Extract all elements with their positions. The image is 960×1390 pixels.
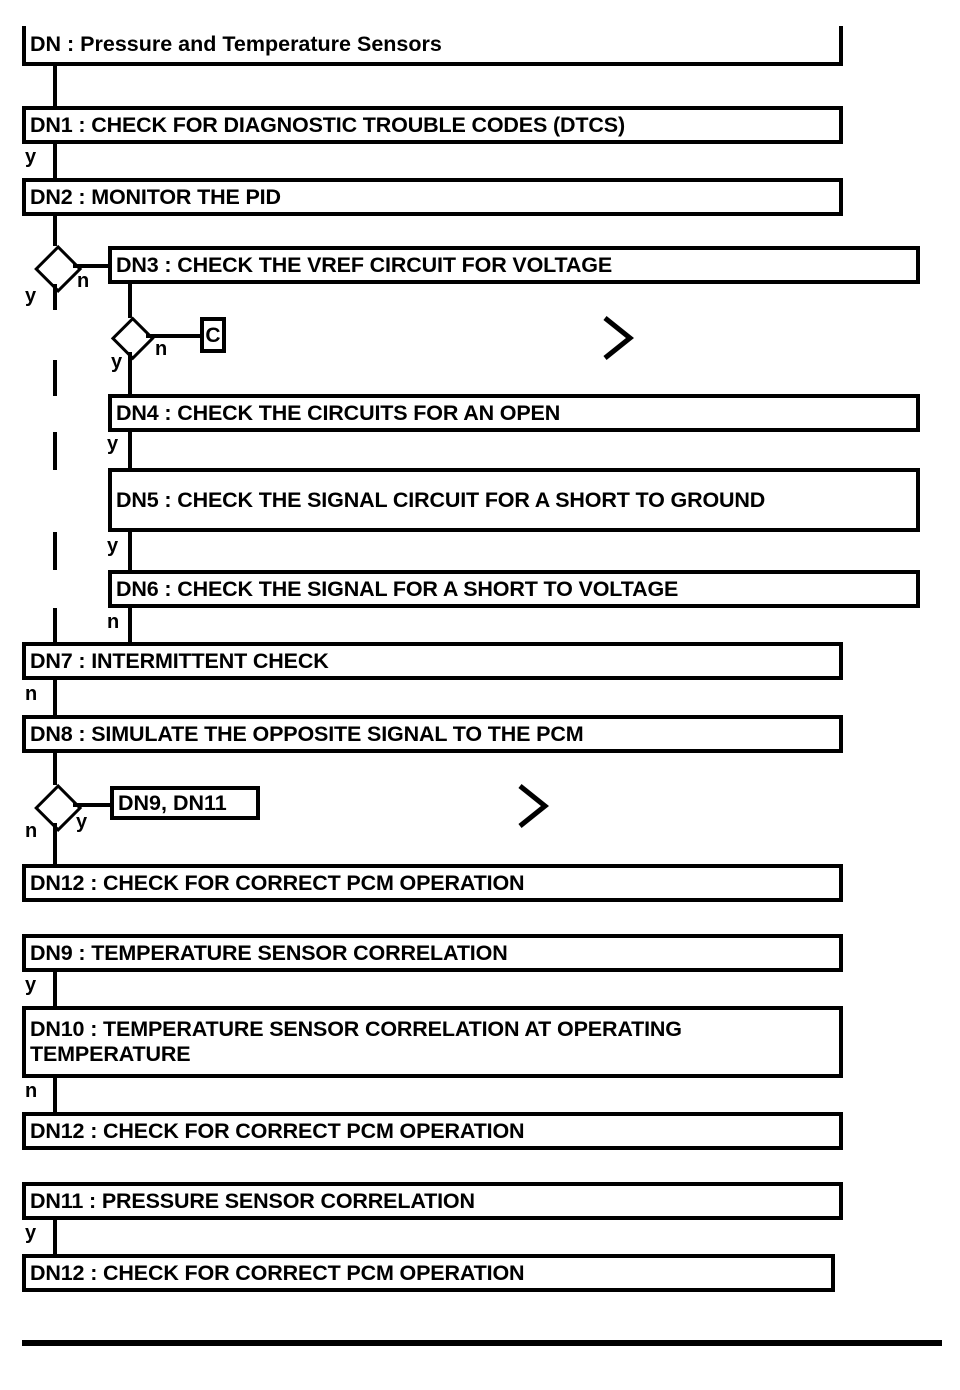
chevron-right-icon-1 <box>600 314 640 362</box>
connector-dn10-to-dn12b <box>53 1078 57 1112</box>
connector-decision1-yes-stub <box>53 284 57 310</box>
connector-decision2-yes-to-dn4 <box>128 352 132 396</box>
decision-diamond-dn3[interactable] <box>110 316 156 362</box>
branch-label-dn1-yes: y <box>25 146 37 168</box>
connector-title-to-dn1 <box>53 66 57 106</box>
connector-dn8-to-decision3 <box>53 753 57 785</box>
connector-dn9-to-dn10 <box>53 972 57 1006</box>
step-label-dn7: DN7 : INTERMITTENT CHECK <box>30 648 329 673</box>
branch-label-dn6-no: n <box>107 611 120 633</box>
step-box-dn8[interactable]: DN8 : SIMULATE THE OPPOSITE SIGNAL TO TH… <box>22 715 843 753</box>
step-box-dn6[interactable]: DN6 : CHECK THE SIGNAL FOR A SHORT TO VO… <box>108 570 920 608</box>
branch-label-decision3-yes: y <box>76 811 88 833</box>
diagram-title-box: DN : Pressure and Temperature Sensors <box>22 26 843 66</box>
branch-label-dn7-no: n <box>25 683 38 705</box>
step-label-dn5: DN5 : CHECK THE SIGNAL CIRCUIT FOR A SHO… <box>116 487 766 512</box>
chevron-right-icon-2 <box>515 782 555 830</box>
branch-label-decision1-no: n <box>77 270 90 292</box>
step-box-dn3[interactable]: DN3 : CHECK THE VREF CIRCUIT FOR VOLTAGE <box>108 246 920 284</box>
step-label-dn12-c: DN12 : CHECK FOR CORRECT PCM OPERATION <box>30 1260 525 1285</box>
branch-label-dn5-yes: y <box>107 535 119 557</box>
connector-decision3-no-to-dn12a <box>53 823 57 864</box>
step-box-dn1[interactable]: DN1 : CHECK FOR DIAGNOSTIC TROUBLE CODES… <box>22 106 843 144</box>
connector-dn1-to-dn2 <box>53 144 57 178</box>
offpage-connector-c[interactable]: C <box>200 317 226 353</box>
step-label-dn6: DN6 : CHECK THE SIGNAL FOR A SHORT TO VO… <box>116 576 679 601</box>
step-label-dn8: DN8 : SIMULATE THE OPPOSITE SIGNAL TO TH… <box>30 721 584 746</box>
connector-dn5-to-dn6 <box>128 532 132 570</box>
reference-box-dn9-dn11[interactable]: DN9, DN11 <box>110 786 260 820</box>
step-label-dn10: DN10 : TEMPERATURE SENSOR CORRELATION AT… <box>30 1017 682 1066</box>
bypass-dash-2 <box>53 432 57 470</box>
decision-diamond-dn8[interactable] <box>33 783 83 833</box>
branch-label-dn4-yes: y <box>107 433 119 455</box>
branch-label-decision2-no: n <box>155 338 168 360</box>
connector-dn3-to-decision2 <box>128 284 132 318</box>
connector-decision1-no-to-dn3 <box>73 264 110 268</box>
connector-decision2-no-to-connector-c <box>146 334 200 338</box>
branch-label-dn11-yes: y <box>25 1222 37 1244</box>
step-box-dn12-b[interactable]: DN12 : CHECK FOR CORRECT PCM OPERATION <box>22 1112 843 1150</box>
step-box-dn7[interactable]: DN7 : INTERMITTENT CHECK <box>22 642 843 680</box>
step-label-dn11: DN11 : PRESSURE SENSOR CORRELATION <box>30 1188 475 1213</box>
connector-dn2-to-decision1 <box>53 216 57 246</box>
connector-dn11-to-dn12c <box>53 1220 57 1254</box>
step-label-dn1: DN1 : CHECK FOR DIAGNOSTIC TROUBLE CODES… <box>30 112 625 137</box>
bypass-dash-3 <box>53 532 57 570</box>
page-title: DN : Pressure and Temperature Sensors <box>30 31 442 56</box>
connector-dn4-to-dn5 <box>128 432 132 468</box>
branch-label-dn10-no: n <box>25 1080 38 1102</box>
step-label-dn12-a: DN12 : CHECK FOR CORRECT PCM OPERATION <box>30 870 525 895</box>
step-box-dn4[interactable]: DN4 : CHECK THE CIRCUITS FOR AN OPEN <box>108 394 920 432</box>
step-label-dn12-b: DN12 : CHECK FOR CORRECT PCM OPERATION <box>30 1118 525 1143</box>
connector-dn7-to-dn8 <box>53 680 57 715</box>
step-box-dn11[interactable]: DN11 : PRESSURE SENSOR CORRELATION <box>22 1182 843 1220</box>
step-box-dn10[interactable]: DN10 : TEMPERATURE SENSOR CORRELATION AT… <box>22 1006 843 1078</box>
branch-label-decision2-yes: y <box>111 351 123 373</box>
step-box-dn12-a[interactable]: DN12 : CHECK FOR CORRECT PCM OPERATION <box>22 864 843 902</box>
branch-label-dn9-yes: y <box>25 974 37 996</box>
step-label-dn3: DN3 : CHECK THE VREF CIRCUIT FOR VOLTAGE <box>116 252 613 277</box>
branch-label-decision1-yes: y <box>25 285 37 307</box>
step-label-dn2: DN2 : MONITOR THE PID <box>30 184 281 209</box>
step-box-dn5[interactable]: DN5 : CHECK THE SIGNAL CIRCUIT FOR A SHO… <box>108 468 920 532</box>
step-label-dn9: DN9 : TEMPERATURE SENSOR CORRELATION <box>30 940 508 965</box>
connector-decision3-yes-to-ref <box>73 803 110 807</box>
branch-label-decision3-no: n <box>25 820 38 842</box>
title-right-tick <box>839 26 843 66</box>
step-box-dn12-c[interactable]: DN12 : CHECK FOR CORRECT PCM OPERATION <box>22 1254 835 1292</box>
connector-dn6-to-dn7 <box>128 608 132 644</box>
bypass-dash-1 <box>53 360 57 396</box>
reference-box-label: DN9, DN11 <box>118 791 227 815</box>
step-box-dn2[interactable]: DN2 : MONITOR THE PID <box>22 178 843 216</box>
footer-rule <box>22 1340 942 1346</box>
offpage-connector-c-label: C <box>205 323 221 347</box>
bypass-dash-4 <box>53 608 57 644</box>
step-label-dn4: DN4 : CHECK THE CIRCUITS FOR AN OPEN <box>116 400 561 425</box>
decision-diamond-dn2[interactable] <box>33 244 83 294</box>
step-box-dn9[interactable]: DN9 : TEMPERATURE SENSOR CORRELATION <box>22 934 843 972</box>
